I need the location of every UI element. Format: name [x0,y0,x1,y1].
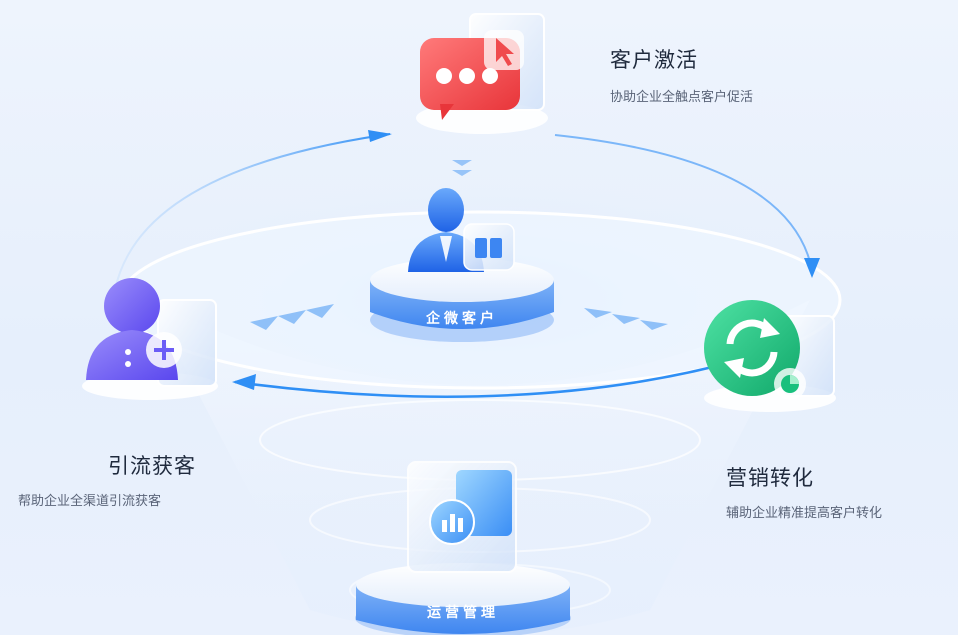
center-node[interactable] [370,188,554,342]
bottom-node-label: 运营管理 [427,605,499,621]
orbit-arc-bottom [234,358,741,398]
acquire-title: 引流获客 [108,454,196,478]
cursor-icon [484,30,524,70]
chevrons-top [452,160,472,176]
user-book-icon [408,188,515,272]
arrow-bottom-left [232,374,256,390]
convert-title: 营销转化 [726,466,814,490]
chart-cube-icon [407,461,517,573]
arrow-top-left [368,130,392,142]
refresh-icon [704,300,800,396]
activate-title: 客户激活 [610,48,698,72]
acquire-node[interactable] [82,278,218,400]
acquire-desc: 帮助企业全渠道引流获客 [18,494,162,509]
convert-desc: 辅助企业精准提高客户转化 [726,506,883,521]
user-add-icon [86,278,182,380]
center-node-label: 企微客户 [426,311,498,327]
orbit-arc-top-right [554,134,813,271]
chevrons-left [250,304,334,330]
activate-node[interactable] [416,13,548,134]
bottom-node[interactable] [355,461,571,635]
orbit-arc-top-left [114,133,391,291]
chevrons-right [584,308,668,330]
activate-desc: 协助企业全触点客户促活 [610,90,754,105]
pie-chart-icon [774,368,806,400]
arrow-right [804,258,820,278]
convert-node[interactable] [704,300,836,412]
